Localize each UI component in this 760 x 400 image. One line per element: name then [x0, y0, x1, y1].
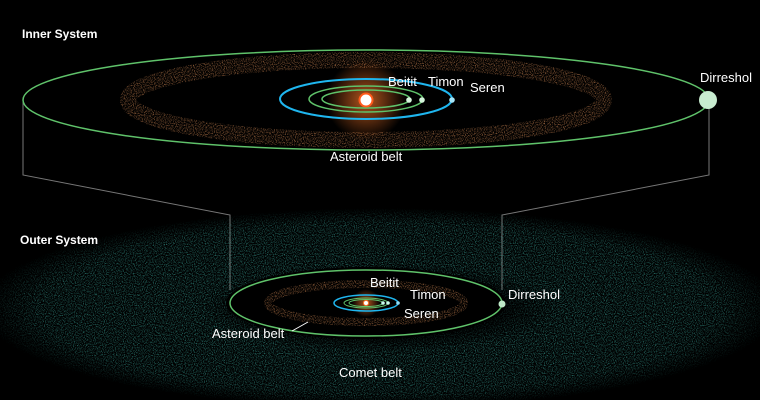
- inner-planet-beitit: [406, 97, 412, 103]
- inner-planet-timon: [419, 97, 425, 103]
- outer-label-dirreshol: Dirreshol: [508, 287, 560, 302]
- outer-planet-beitit: [381, 301, 385, 305]
- outer-planet-timon: [386, 301, 390, 305]
- outer-system-title: Outer System: [20, 233, 98, 247]
- inner-label-seren: Seren: [470, 80, 505, 95]
- outer-planet-seren: [396, 301, 400, 305]
- outer-label-seren: Seren: [404, 306, 439, 321]
- inner-planet-dirreshol: [699, 91, 717, 109]
- outer-sun: [363, 300, 369, 306]
- inner-planet-seren: [449, 97, 455, 103]
- inner-label-timon: Timon: [428, 74, 464, 89]
- outer-label-beitit: Beitit: [370, 275, 399, 290]
- inner-sun: [358, 92, 374, 108]
- outer-planet-dirreshol: [498, 300, 506, 308]
- inner-system-title: Inner System: [22, 27, 97, 41]
- inner-label-beitit: Beitit: [388, 74, 417, 89]
- outer-asteroid-belt: [264, 280, 468, 326]
- asteroid-pointer: [291, 321, 309, 332]
- outer-asteroid-label: Asteroid belt: [212, 326, 285, 341]
- inner-label-dirreshol: Dirreshol: [700, 70, 752, 85]
- comet-belt-label: Comet belt: [339, 365, 402, 380]
- outer-label-timon: Timon: [410, 287, 446, 302]
- inner-asteroid-label: Asteroid belt: [330, 149, 403, 164]
